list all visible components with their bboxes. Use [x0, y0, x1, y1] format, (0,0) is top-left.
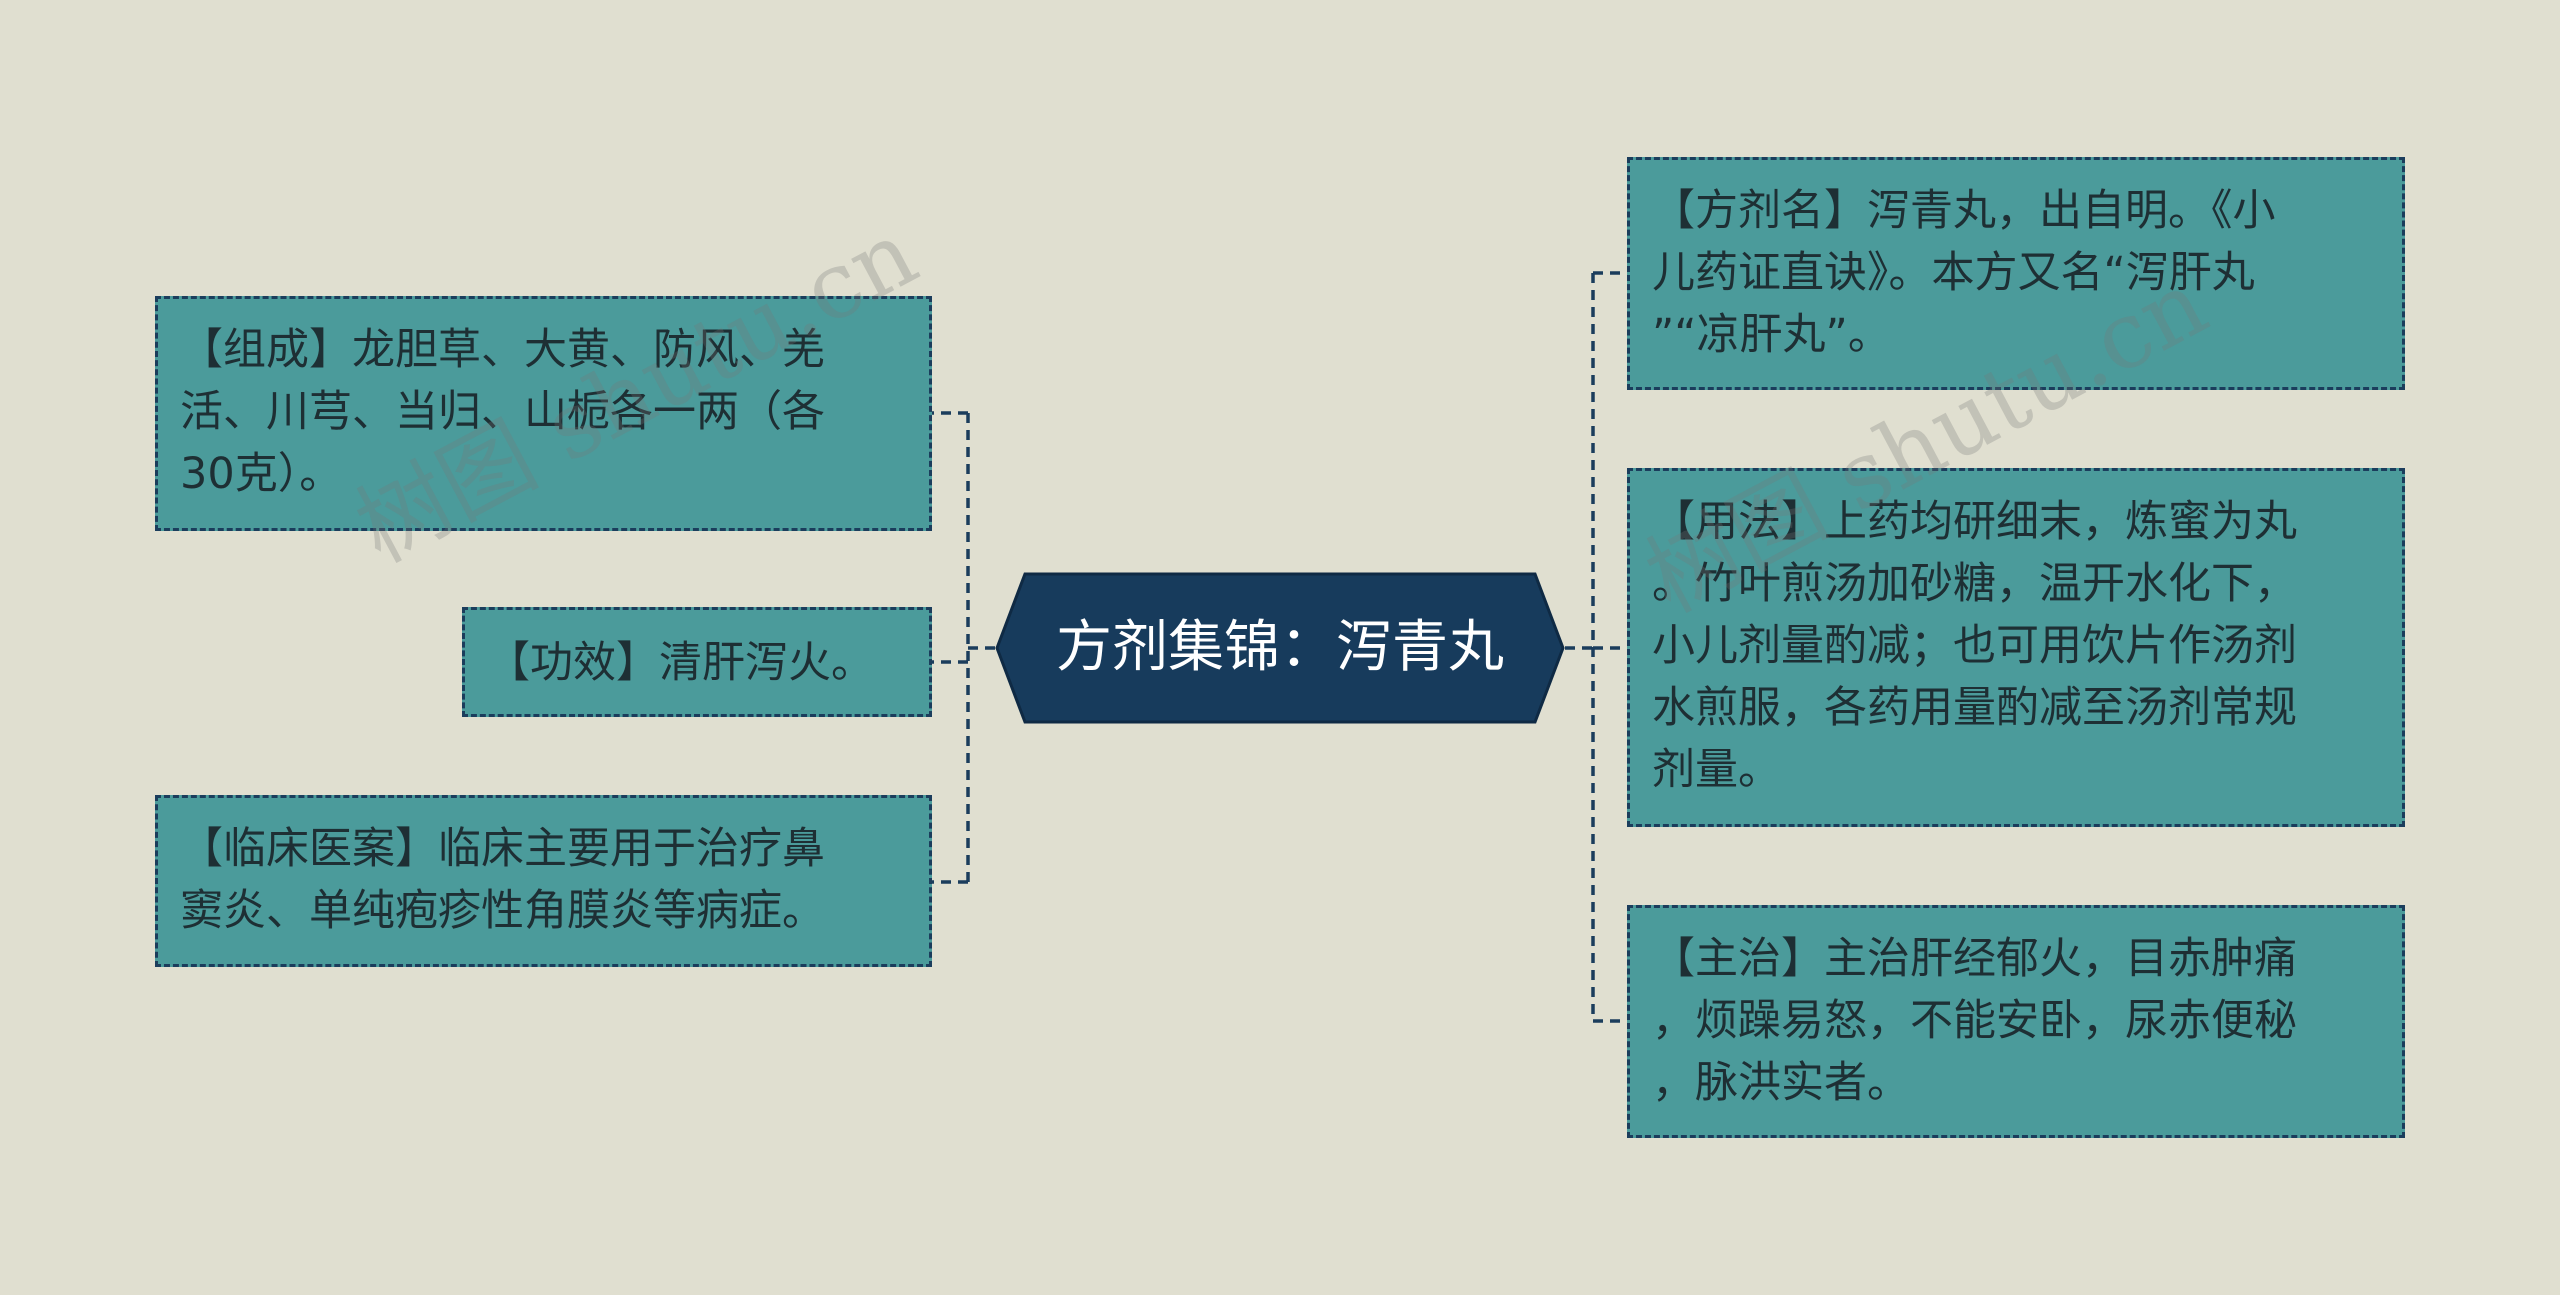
- node-clinical-cases[interactable]: 【临床医案】临床主要用于治疗鼻 窦炎、单纯疱疹性角膜炎等病症。: [155, 795, 932, 967]
- node-efficacy[interactable]: 【功效】清肝泻火。: [462, 607, 932, 717]
- node-indication[interactable]: 【主治】主治肝经郁火，目赤肿痛 ，烦躁易怒，不能安卧，尿赤便秘 ，脉洪实者。: [1627, 905, 2405, 1138]
- center-hexagon-shape: [995, 572, 1565, 724]
- center-node[interactable]: 方剂集锦：泻青丸: [995, 572, 1565, 724]
- node-usage[interactable]: 【用法】上药均研细末，炼蜜为丸 。竹叶煎汤加砂糖，温开水化下， 小儿剂量酌减；也…: [1627, 468, 2405, 827]
- center-title: 方剂集锦：泻青丸: [1056, 615, 1504, 680]
- node-composition[interactable]: 【组成】龙胆草、大黄、防风、羌 活、川芎、当归、山栀各一两（各 30克）。: [155, 296, 932, 531]
- node-formula-name[interactable]: 【方剂名】泻青丸，出自明。《小 儿药证直诀》。本方又名“泻肝丸 ”“凉肝丸”。: [1627, 157, 2405, 390]
